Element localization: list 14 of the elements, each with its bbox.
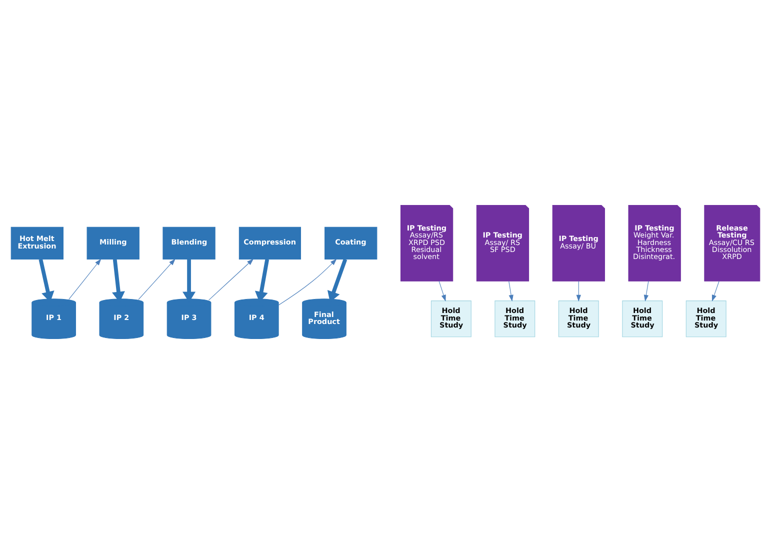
arrow bbox=[208, 258, 254, 300]
arrow bbox=[644, 280, 649, 302]
arrow bbox=[138, 258, 176, 300]
arrow bbox=[182, 258, 196, 302]
arrow bbox=[438, 280, 446, 302]
arrow bbox=[712, 280, 720, 302]
arrow bbox=[576, 280, 581, 302]
arrow bbox=[254, 258, 270, 302]
arrow bbox=[278, 258, 337, 305]
arrow bbox=[38, 258, 54, 302]
arrow bbox=[112, 258, 125, 302]
arrow bbox=[68, 258, 102, 300]
arrow bbox=[327, 258, 348, 302]
arrow bbox=[508, 280, 514, 302]
